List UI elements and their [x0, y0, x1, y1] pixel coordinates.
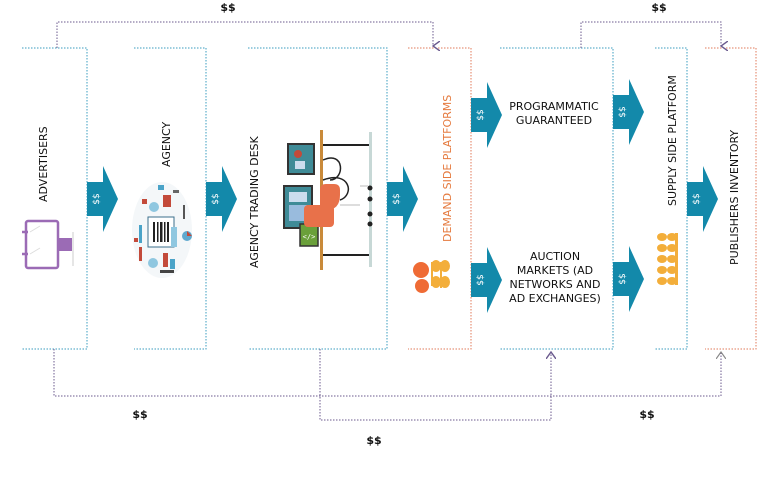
money-label-top-right: $$ — [651, 1, 666, 14]
money-label-bottom-center: $$ — [366, 434, 381, 447]
box-publishers-inventory — [705, 47, 757, 350]
label-publishers-inventory: PUBLISHERS INVENTORY — [728, 130, 741, 265]
flow-arrow-trading-desk-to-dsp: $$ — [387, 166, 418, 232]
auction-line-3: NETWORKS AND — [510, 278, 601, 291]
agency-collage-icon — [132, 182, 192, 278]
flow-arrow-advertisers-to-agency: $$ — [87, 166, 118, 232]
svg-text:</>: </> — [303, 233, 316, 241]
flow-line-top-right — [580, 21, 721, 48]
label-agency: AGENCY — [160, 121, 173, 167]
arrow-shape — [471, 82, 502, 148]
flow-arrow-ssp-to-publishers: $$ — [687, 166, 718, 232]
arrow-shape — [387, 166, 418, 232]
arrow-shape — [613, 246, 644, 312]
money-label-bottom-right: $$ — [639, 408, 654, 421]
advertiser-icon — [22, 219, 74, 270]
flow-arrow-dsp-to-auction: $$ — [471, 247, 502, 313]
box-agency-trading-desk — [248, 47, 388, 350]
arrow-money-label: $$ — [211, 193, 221, 204]
arrow-shape — [87, 166, 118, 232]
arrow-money-label: $$ — [92, 193, 102, 204]
arrow-shape — [206, 166, 237, 232]
label-programmatic-guaranteed: PROGRAMMATIC GUARANTEED — [509, 100, 599, 127]
arrow-shape — [687, 166, 718, 232]
arrow-money-label: $$ — [476, 109, 486, 120]
arrow-shape — [471, 247, 502, 313]
box-advertisers — [22, 47, 88, 350]
arrow-money-label: $$ — [692, 193, 702, 204]
demand-side-people-icon — [413, 260, 450, 293]
money-label-bottom-left: $$ — [132, 408, 147, 421]
trading-desk-icon: </> — [283, 130, 373, 270]
label-demand-side-platforms: DEMAND SIDE PLATFORMS — [441, 95, 454, 242]
flow-line-top-left — [56, 21, 433, 48]
flow-arrow-programmatic-to-ssp: $$ — [613, 79, 644, 145]
label-supply-side-platform: SUPPLY SIDE PLATFORM — [666, 75, 679, 206]
label-auction-markets: AUCTION MARKETS (AD NETWORKS AND AD EXCH… — [509, 250, 601, 305]
flow-arrow-agency-to-trading-desk: $$ — [206, 166, 237, 232]
money-label-top-left: $$ — [220, 1, 235, 14]
arrow-money-label: $$ — [476, 274, 486, 285]
box-supply-side-platform — [655, 47, 688, 350]
flow-line-bottom-inner — [319, 349, 551, 421]
arrow-money-label: $$ — [618, 273, 628, 284]
auction-line-4: AD EXCHANGES) — [509, 292, 601, 305]
arrow-money-label: $$ — [618, 106, 628, 117]
auction-line-1: AUCTION — [530, 250, 580, 263]
programmatic-line-1: PROGRAMMATIC — [509, 100, 599, 113]
auction-line-2: MARKETS (AD — [517, 264, 593, 277]
label-advertisers: ADVERTISERS — [37, 126, 50, 202]
programmatic-line-2: GUARANTEED — [516, 114, 592, 127]
flow-arrow-auction-to-ssp: $$ — [613, 246, 644, 312]
arrow-shape — [613, 79, 644, 145]
flow-arrow-dsp-to-programmatic: $$ — [471, 82, 502, 148]
label-agency-trading-desk: AGENCY TRADING DESK — [248, 135, 261, 268]
arrow-money-label: $$ — [392, 193, 402, 204]
supply-side-people-icon — [657, 233, 678, 285]
flow-line-bottom-outer — [53, 349, 721, 397]
